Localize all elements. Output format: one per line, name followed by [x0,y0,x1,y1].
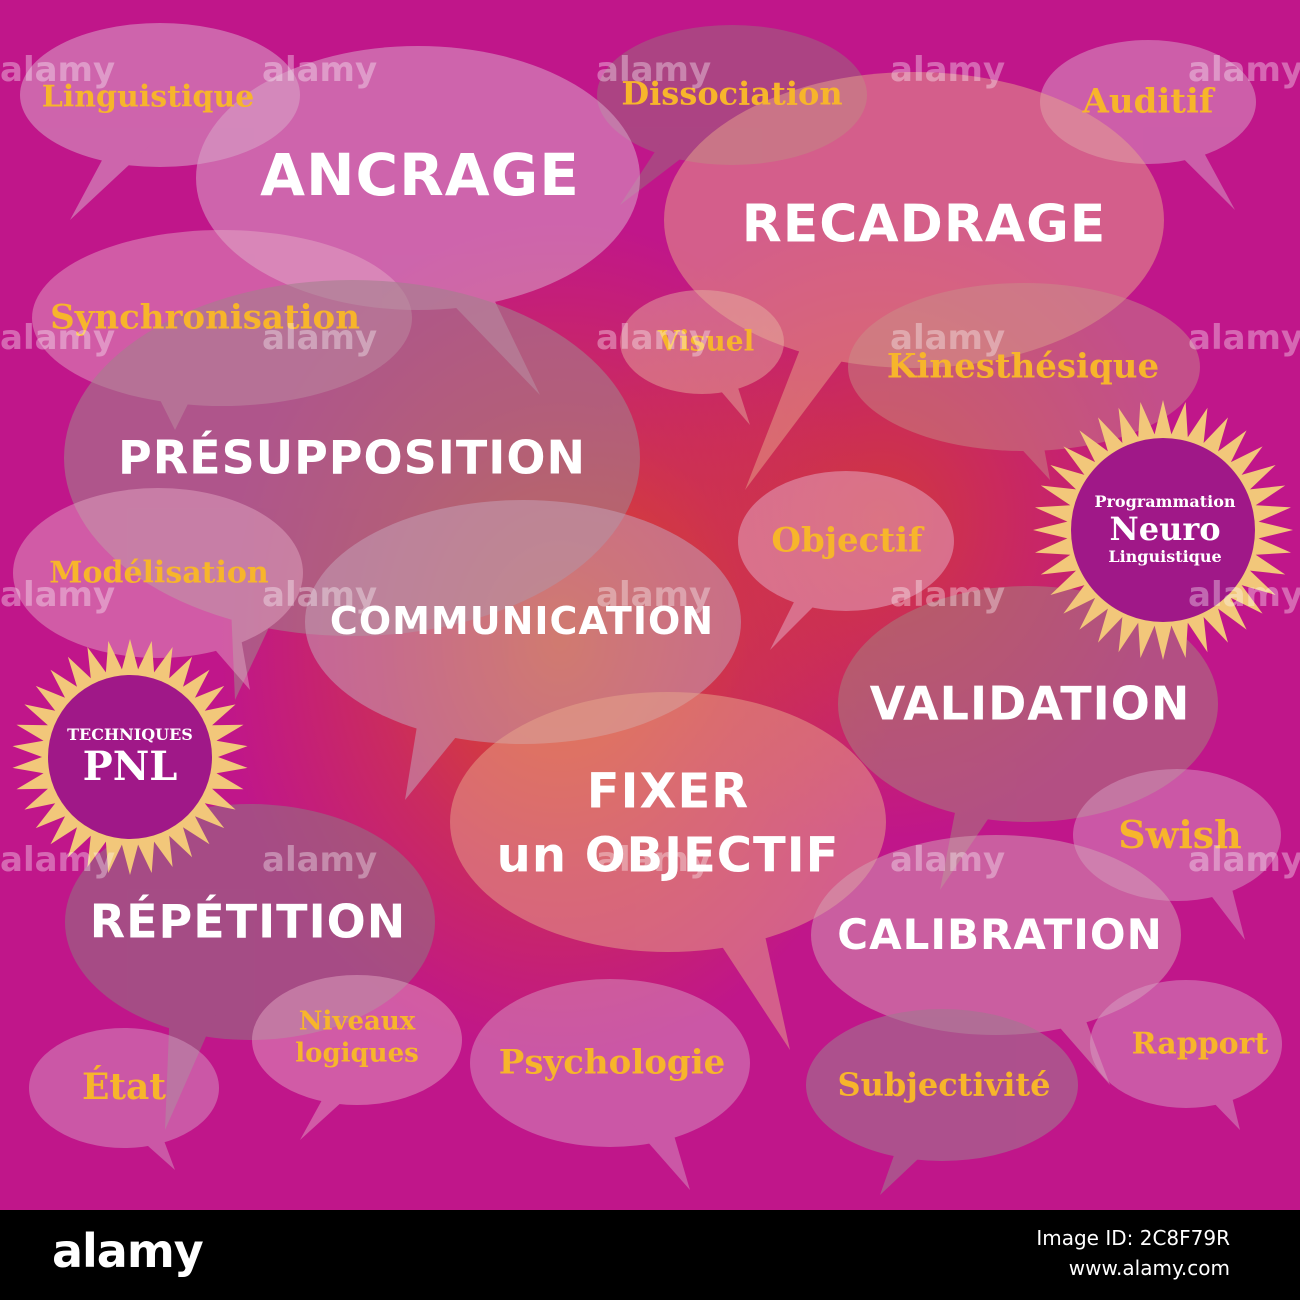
niveaux-bubble [252,975,462,1140]
kinesthesique-bubble [848,283,1200,480]
word-psychologie: Psychologie [498,1042,726,1083]
watermark: alamy [890,50,1006,90]
word-repetition: RÉPÉTITION [89,894,407,949]
speech-bubbles [12,23,1293,1195]
word-rapport: Rapport [1131,1026,1269,1062]
visuel-bubble [620,290,784,425]
badge-neuro-starburst [1033,400,1293,660]
watermark: alamy [262,50,378,90]
watermark: alamy [596,575,712,615]
watermark: alamy [890,318,1006,358]
watermark: alamy [1188,318,1300,358]
word-communication: COMMUNICATION [329,599,715,644]
communication-bubble [305,500,741,800]
watermark: alamy [1188,50,1300,90]
word-calibration: CALIBRATION [837,909,1163,959]
watermark: alamy [1188,575,1300,615]
badge-pnl-starburst [12,639,248,875]
word-modelisation: Modélisation [49,555,269,591]
badge-neuro-line3: Linguistique [1108,547,1222,567]
badge-neuro: Programmation Neuro Linguistique [1094,492,1236,567]
watermark: alamy [0,318,116,358]
footer-image-id: Image ID: 2C8F79R [1036,1226,1230,1250]
badge-pnl-line1: TECHNIQUES [67,724,193,744]
word-linguistique: Linguistique [41,79,255,115]
psychologie-bubble [470,979,750,1190]
watermark: alamy [262,575,378,615]
word-un-objectif: un OBJECTIF [496,827,840,884]
word-validation: VALIDATION [869,676,1191,731]
watermark: alamy [0,50,116,90]
watermark: alamy [596,840,712,880]
word-presupposition: PRÉSUPPOSITION [118,430,586,485]
word-etat: État [81,1066,167,1109]
word-visuel: Visuel [657,324,755,358]
word-kinesthesique: Kinesthésique [886,346,1160,387]
etat-bubble [29,1028,219,1170]
watermark: alamy [890,575,1006,615]
recadrage-bubble [664,72,1164,490]
word-niveaux: Niveaux [298,1006,416,1037]
word-objectif: Objectif [771,520,923,561]
subjectivite-bubble [806,1009,1078,1195]
word-synchronisation: Synchronisation [50,297,360,338]
badge-pnl-line2: PNL [82,743,178,791]
word-auditif: Auditif [1082,81,1214,122]
rapport-bubble [1090,980,1282,1130]
objectif-bubble [738,471,954,650]
concept-cloud: ANCRAGE RECADRAGE PRÉSUPPOSITION COMMUNI… [0,0,1300,1210]
fixer-bubble [450,692,886,1050]
word-ancrage: ANCRAGE [260,141,580,210]
calibration-bubble [811,835,1181,1085]
watermark: alamy [262,840,378,880]
badge-neuro-line2: Neuro [1109,510,1221,549]
watermark: alamy [1188,840,1300,880]
modelisation-bubble [13,488,303,690]
footer-brand-logo: alamy [52,1224,204,1278]
stock-footer [0,1210,1300,1300]
watermark: alamy [890,840,1006,880]
word-swish: Swish [1118,812,1242,858]
watermark: alamy [0,575,116,615]
word-logiques: logiques [295,1038,419,1069]
repetition-bubble [65,804,435,1130]
word-dissociation: Dissociation [621,74,843,113]
word-recadrage: RECADRAGE [741,194,1107,255]
footer-website: www.alamy.com [1068,1256,1230,1280]
watermark: alamy [262,318,378,358]
watermark: alamy [596,318,712,358]
word-fixer: FIXER [586,763,750,820]
watermark: alamy [0,840,116,880]
word-subjectivite: Subjectivité [837,1065,1051,1104]
badge-neuro-line1: Programmation [1094,492,1236,512]
watermark: alamy [596,50,712,90]
badge-pnl: TECHNIQUES PNL [67,724,193,791]
